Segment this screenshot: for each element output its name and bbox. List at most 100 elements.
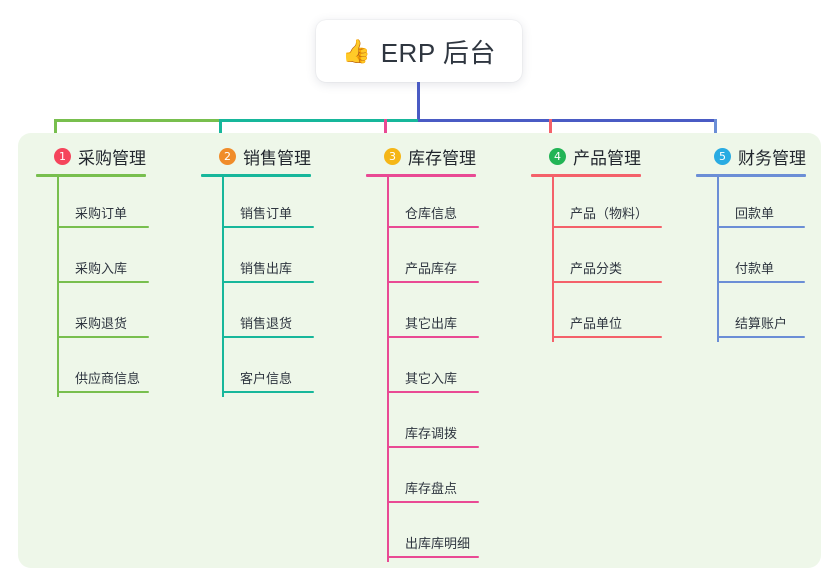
branch-item[interactable]: 销售订单 [222,177,314,232]
branch-item-label: 供应商信息 [75,371,141,386]
drop-line-3 [384,119,387,143]
branch-item[interactable]: 采购订单 [57,177,149,232]
branch-title: 销售管理 [243,148,311,168]
branch-item-rule [387,336,479,338]
branch-item-rule [222,391,314,393]
branch-spine [57,177,59,397]
branch-item-label: 结算账户 [735,316,788,331]
branch-item[interactable]: 付款单 [717,232,806,287]
bus-segment-right [418,119,717,122]
branch-items: 销售订单销售出库销售退货客户信息 [222,177,314,397]
branch-item-rule [387,501,479,503]
branch-column-5: 5 财务管理回款单付款单结算账户 [696,143,806,342]
branch-item-rule [387,391,479,393]
branch-item-label: 产品单位 [570,316,623,331]
branch-header-1[interactable]: 1 采购管理 [36,143,146,169]
drop-line-4 [549,119,552,143]
branch-number-badge: 1 [54,147,71,165]
branch-title: 产品管理 [573,148,641,168]
branch-number-badge: 3 [384,147,401,165]
branch-item[interactable]: 产品库存 [387,232,479,287]
branch-item[interactable]: 采购退货 [57,287,149,342]
branch-item[interactable]: 销售出库 [222,232,314,287]
page-title: ERP 后台 [380,37,496,68]
branch-column-2: 2 销售管理销售订单销售出库销售退货客户信息 [201,143,314,397]
branch-item-label: 采购退货 [75,316,128,331]
branch-column-4: 4 产品管理产品（物料） 产品分类产品单位 [531,143,662,342]
branch-underline [36,174,146,177]
branch-item-label: 客户信息 [240,371,293,386]
branch-item-rule [387,446,479,448]
branch-item-rule [552,226,662,228]
branch-item-label: 产品库存 [405,261,458,276]
branch-item-label: 其它出库 [405,316,458,331]
bus-segment-left [54,119,219,122]
branch-item[interactable]: 库存盘点 [387,452,479,507]
branch-item-label: 产品（物料） [570,206,649,221]
branch-item-rule [57,336,149,338]
root-node[interactable]: 👍 ERP 后台 [316,20,522,82]
branch-item[interactable]: 产品单位 [552,287,662,342]
branch-number-badge: 4 [549,147,566,165]
branch-item-rule [222,281,314,283]
thumbs-up-icon: 👍 [342,37,371,64]
branch-spine [717,177,719,342]
branch-item-label: 采购订单 [75,206,128,221]
branch-column-1: 1 采购管理采购订单采购入库采购退货供应商信息 [36,143,149,397]
branch-item-rule [222,336,314,338]
branch-item[interactable]: 供应商信息 [57,342,149,397]
branch-item-label: 产品分类 [570,261,623,276]
branch-number-badge: 2 [219,147,236,165]
branch-item-rule [387,281,479,283]
branch-item[interactable]: 回款单 [717,177,806,232]
drop-line-5 [714,119,717,143]
branch-item-label: 销售退货 [240,316,293,331]
branch-item[interactable]: 产品（物料） [552,177,662,232]
branch-item-label: 回款单 [735,206,775,221]
branch-header-4[interactable]: 4 产品管理 [531,143,641,169]
branch-item-rule [552,281,662,283]
branch-item-rule [717,336,805,338]
branch-item[interactable]: 出库库明细 [387,507,479,562]
branch-item-rule [387,556,479,558]
branch-item-rule [57,226,149,228]
branch-spine [387,177,389,562]
branch-title: 财务管理 [738,148,806,168]
branch-header-3[interactable]: 3 库存管理 [366,143,476,169]
branch-item[interactable]: 采购入库 [57,232,149,287]
branch-header-2[interactable]: 2 销售管理 [201,143,311,169]
branch-item-rule [717,281,805,283]
branch-item-label: 销售出库 [240,261,293,276]
branch-item-rule [222,226,314,228]
branch-underline [696,174,806,177]
branch-items: 仓库信息产品库存其它出库其它入库库存调拨库存盘点出库库明细 [387,177,479,562]
branch-item-rule [717,226,805,228]
bus-segment-mid [219,119,418,122]
branch-item[interactable]: 仓库信息 [387,177,479,232]
branch-item-label: 采购入库 [75,261,128,276]
branch-item[interactable]: 结算账户 [717,287,806,342]
branch-item-label: 出库库明细 [405,536,471,551]
branch-item-label: 库存调拨 [405,426,458,441]
branch-underline [531,174,641,177]
branch-items: 采购订单采购入库采购退货供应商信息 [57,177,149,397]
branch-item-label: 销售订单 [240,206,293,221]
branch-number-badge: 5 [714,147,731,165]
branch-item[interactable]: 其它出库 [387,287,479,342]
branch-items: 产品（物料） 产品分类产品单位 [552,177,662,342]
branch-item-rule [552,336,662,338]
branch-header-5[interactable]: 5 财务管理 [696,143,806,169]
branch-item-rule [57,391,149,393]
branch-item[interactable]: 销售退货 [222,287,314,342]
branch-item[interactable]: 其它入库 [387,342,479,397]
trunk-line [417,82,420,122]
branch-title: 库存管理 [408,148,476,168]
branches-panel [18,133,821,568]
branch-item[interactable]: 产品分类 [552,232,662,287]
branch-column-3: 3 库存管理仓库信息产品库存其它出库其它入库库存调拨库存盘点出库库明细 [366,143,479,562]
branch-spine [552,177,554,342]
branch-item[interactable]: 库存调拨 [387,397,479,452]
branch-item[interactable]: 客户信息 [222,342,314,397]
branch-title: 采购管理 [78,148,146,168]
branch-spine [222,177,224,397]
